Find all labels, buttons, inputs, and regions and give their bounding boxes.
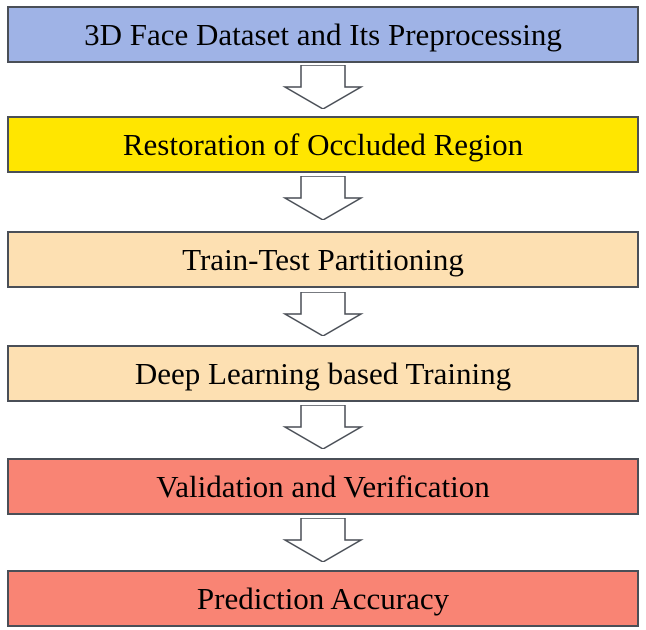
step-occlusion-restoration: Restoration of Occluded Region xyxy=(7,116,639,173)
down-arrow-icon xyxy=(282,405,364,449)
step-train-test-partitioning: Train-Test Partitioning xyxy=(7,231,639,288)
step-label: Validation and Verification xyxy=(156,468,490,504)
down-arrow-icon xyxy=(282,65,364,109)
down-arrow-icon xyxy=(282,176,364,220)
step-label: Train-Test Partitioning xyxy=(182,241,464,277)
step-label: Restoration of Occluded Region xyxy=(122,126,524,162)
step-dataset-preprocessing: 3D Face Dataset and Its Preprocessing xyxy=(7,6,639,63)
step-prediction-accuracy: Prediction Accuracy xyxy=(7,570,639,627)
step-deep-learning-training: Deep Learning based Training xyxy=(7,345,639,402)
down-arrow-icon xyxy=(282,518,364,562)
step-label: 3D Face Dataset and Its Preprocessing xyxy=(84,16,562,52)
step-label: Deep Learning based Training xyxy=(134,355,512,391)
step-label: Prediction Accuracy xyxy=(196,580,450,616)
down-arrow-icon xyxy=(282,292,364,336)
step-validation-verification: Validation and Verification xyxy=(7,458,639,515)
